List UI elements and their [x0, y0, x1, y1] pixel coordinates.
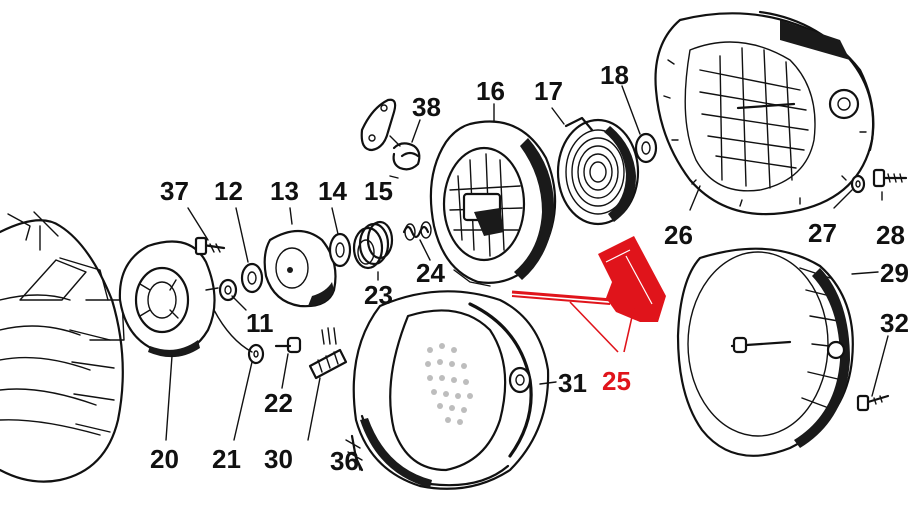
part-36-handle-grip — [345, 434, 364, 472]
label-30: 30 — [264, 444, 293, 474]
part-29-rear-cover — [676, 247, 854, 457]
label-32: 32 — [880, 308, 909, 338]
housing-grille — [425, 343, 473, 425]
part-21-washer — [247, 343, 265, 365]
part-16-starter-pulley — [429, 120, 557, 287]
label-27: 27 — [808, 218, 837, 248]
part-37-screw — [194, 236, 226, 256]
label-12: 12 — [214, 176, 243, 206]
flywheel-fan-housing — [0, 211, 125, 483]
label-26: 26 — [664, 220, 693, 250]
part-14-washer — [328, 232, 352, 268]
part-17-recoil-spring — [556, 116, 640, 226]
label-18: 18 — [600, 60, 629, 90]
part-24-small-spring — [402, 221, 432, 241]
part-27-washer — [850, 174, 866, 194]
label-25: 25 — [602, 366, 631, 396]
part-28-screw — [872, 168, 908, 188]
part-18-washer — [634, 132, 658, 164]
part-23-spring — [352, 220, 394, 270]
part-38-wire-spring — [389, 135, 421, 171]
label-23: 23 — [364, 280, 393, 310]
part-26-fan-cowl — [654, 10, 875, 216]
label-16: 16 — [476, 76, 505, 106]
label-24: 24 — [416, 258, 445, 288]
label-14: 14 — [318, 176, 347, 206]
label-29: 29 — [880, 258, 909, 288]
label-37: 37 — [160, 176, 189, 206]
label-31: 31 — [558, 368, 587, 398]
part-12-washer — [240, 262, 264, 294]
part-31-starter-housing — [352, 290, 550, 490]
label-38: 38 — [412, 92, 441, 122]
label-20: 20 — [150, 444, 179, 474]
part-22-screw — [274, 336, 302, 354]
label-36: 36 — [330, 446, 359, 476]
part-labels: 37 12 13 14 11 20 21 22 30 36 23 24 15 3… — [150, 60, 909, 476]
label-22: 22 — [264, 388, 293, 418]
part-25-starter-rope — [511, 236, 666, 322]
part-15-pawl-plate — [360, 98, 397, 152]
part-13-cam-hub — [263, 229, 337, 308]
part-20-stator-plate — [118, 240, 219, 358]
label-15: 15 — [364, 176, 393, 206]
label-11: 11 — [246, 308, 274, 338]
leader-lines — [165, 85, 889, 471]
label-17: 17 — [534, 76, 563, 106]
part-32-screw — [856, 394, 890, 412]
part-30-pin — [308, 327, 348, 380]
label-13: 13 — [270, 176, 299, 206]
label-21: 21 — [212, 444, 241, 474]
part-11-nut — [218, 278, 238, 302]
label-28: 28 — [876, 220, 905, 250]
